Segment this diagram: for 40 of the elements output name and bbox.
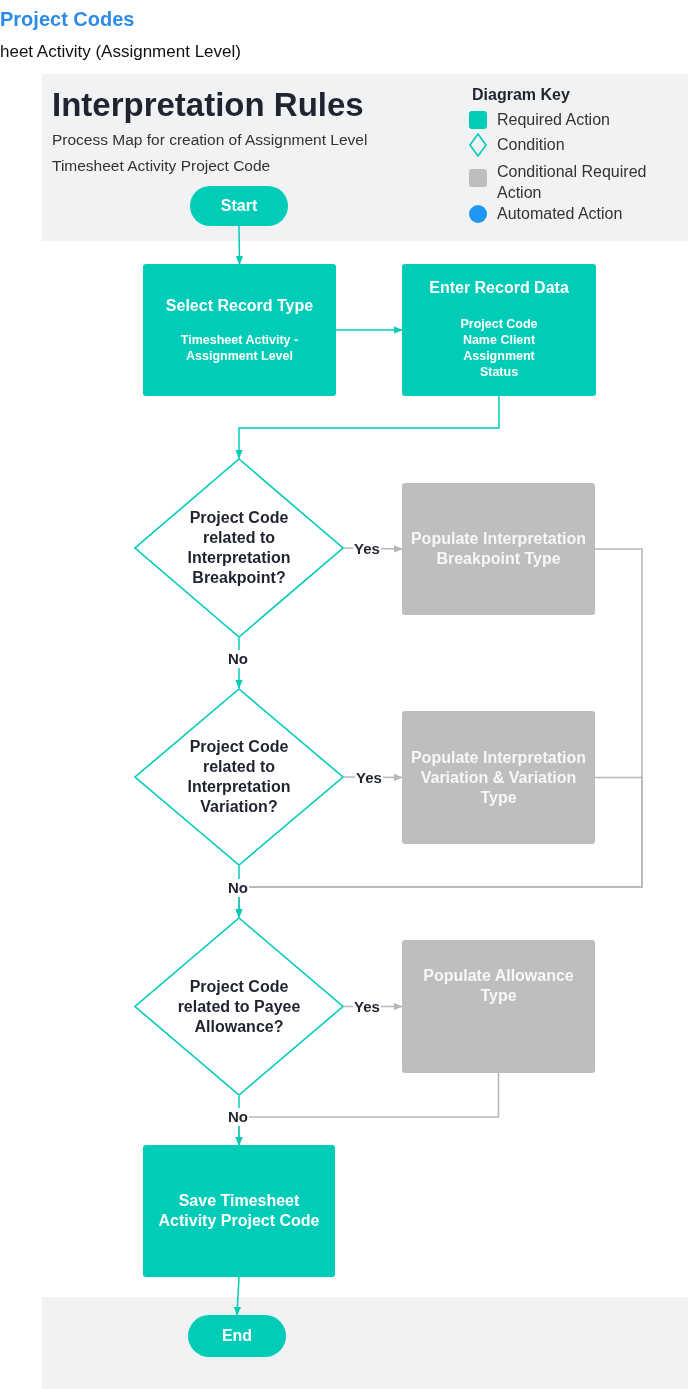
page-subheading: heet Activity (Assignment Level) [0, 42, 241, 62]
legend-label: Automated Action [497, 204, 624, 224]
node-title: Select Record Type [165, 296, 314, 316]
process-box [402, 264, 596, 396]
decision-diamond [134, 917, 344, 1096]
arrow [235, 395, 500, 459]
node-title: Project Code related to Interpretation Variation? [186, 737, 292, 817]
conditional-process-box [402, 483, 595, 615]
terminal-pill [188, 1315, 286, 1357]
node-detail: Project Code Name Client Assignment Status [459, 316, 539, 380]
decision-diamond [134, 688, 344, 866]
decision-diamond [134, 458, 344, 638]
legend-label: Condition [497, 135, 566, 155]
node-title: End [221, 1326, 253, 1346]
conditional-process-box [402, 940, 595, 1073]
node-title: Start [220, 196, 258, 216]
node-title: Project Code related to Payee Allowance? [176, 976, 302, 1037]
node-title: Enter Record Data [429, 278, 569, 298]
edge-label: No [227, 879, 249, 897]
diagram-title: Interpretation Rules [52, 86, 364, 124]
legend-label: Conditional Required Action [497, 162, 648, 203]
legend-label: Required Action [497, 110, 611, 130]
edge-label: No [227, 1108, 249, 1126]
arrow [233, 1276, 241, 1316]
arrow [335, 326, 403, 334]
node-title: Save Timesheet Activity Project Code [157, 1191, 321, 1231]
node-title: Populate Allowance Type [422, 966, 575, 1006]
node-title: Project Code related to Interpretation Breakpoint? [186, 508, 292, 588]
diagram-subtitle: Process Map for creation of Assignment Level Timesheet Activity Project Code [52, 130, 369, 176]
page-heading: Project Codes [0, 8, 135, 31]
node-title: Populate Interpretation Variation & Variation Type [410, 747, 587, 808]
node-detail: Timesheet Activity - Assignment Level [179, 332, 300, 364]
terminal-pill [190, 186, 288, 226]
node-title: Populate Interpretation Breakpoint Type [410, 529, 587, 569]
edge-label: No [227, 650, 249, 668]
process-box [143, 264, 336, 396]
legend-title: Diagram Key [472, 86, 570, 104]
process-box [143, 1145, 335, 1277]
arrow [235, 225, 243, 265]
conditional-process-box [402, 711, 595, 844]
